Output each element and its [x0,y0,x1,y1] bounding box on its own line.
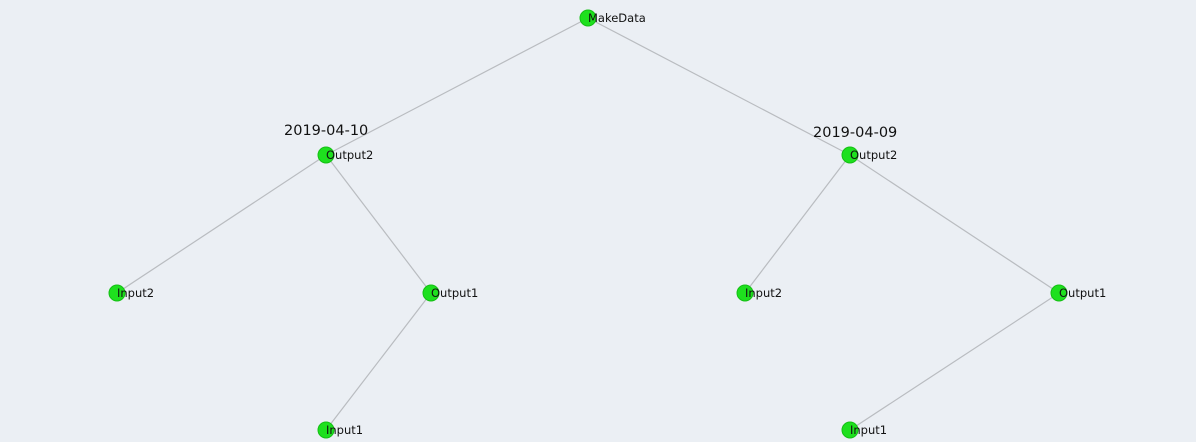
node-makedata[interactable]: MakeData [579,9,646,27]
node-input2-right[interactable]: Input2 [736,284,782,302]
edge-r_out1-r_in1 [849,292,1060,431]
node-circle[interactable] [736,284,754,302]
edge-root-l_out2 [325,17,589,156]
node-output2-right[interactable]: Output2 [841,146,897,164]
node-input1-right[interactable]: Input1 [841,421,887,439]
node-label: Input2 [117,286,154,300]
node-circle[interactable] [422,284,440,302]
node-circle[interactable] [317,146,335,164]
edge-l_out2-l_in2 [116,154,327,294]
edge-r_out2-r_out1 [849,154,1060,294]
node-circle[interactable] [1050,284,1068,302]
edge-l_out1-l_in1 [325,292,432,431]
node-input1-left[interactable]: Input1 [317,421,363,439]
edge-r_out2-r_in2 [744,154,851,294]
edge-l_out2-l_out1 [325,154,432,294]
date-label-left: 2019-04-10 [284,123,368,139]
node-label: Input1 [850,423,887,437]
node-output1-left[interactable]: Output1 [422,284,478,302]
node-label: Output2 [850,148,897,162]
node-output1-right[interactable]: Output1 [1050,284,1106,302]
node-circle[interactable] [108,284,126,302]
node-label: Output2 [326,148,373,162]
date-label-right: 2019-04-09 [813,125,897,141]
node-label: Output1 [1059,286,1106,300]
node-circle[interactable] [579,9,597,27]
node-label: Output1 [431,286,478,300]
edges [116,17,1060,431]
node-circle[interactable] [841,146,859,164]
node-input2-left[interactable]: Input2 [108,284,154,302]
node-circle[interactable] [317,421,335,439]
node-label: Input2 [745,286,782,300]
node-label: MakeData [588,11,646,25]
node-circle[interactable] [841,421,859,439]
edge-root-r_out2 [587,17,851,156]
node-label: Input1 [326,423,363,437]
node-output2-left[interactable]: Output2 [317,146,373,164]
